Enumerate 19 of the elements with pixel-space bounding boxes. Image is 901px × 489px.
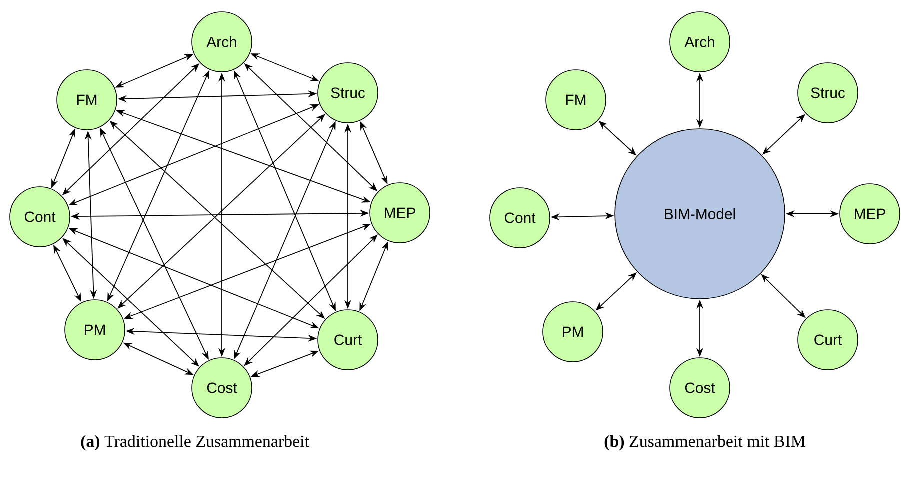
circle-node: PM [542,302,604,362]
circle-node: Curt [798,310,858,370]
circle-node: FM [56,70,118,130]
circle-node: MEP [840,184,900,244]
circle-node: Arch [670,12,730,72]
circle-node: Cont [490,188,550,248]
circle-node: MEP [370,182,430,244]
circle-node: Cost [670,358,730,418]
circle-node: Cost [192,358,252,418]
circle-node: Arch [192,12,252,72]
circle-node: Cont [10,186,70,248]
circle-node: Struc [318,62,378,124]
caption: (b) Zusammenarbeit mit BIM [604,435,806,451]
circle-node: Curt [318,310,378,370]
circle-node: BIM-Model [614,128,786,300]
caption: (a) Traditionelle Zusammenarbeit [81,435,310,451]
circle-node: PM [64,300,126,360]
circle-node: Struc [798,62,858,124]
circle-node: FM [546,70,606,130]
